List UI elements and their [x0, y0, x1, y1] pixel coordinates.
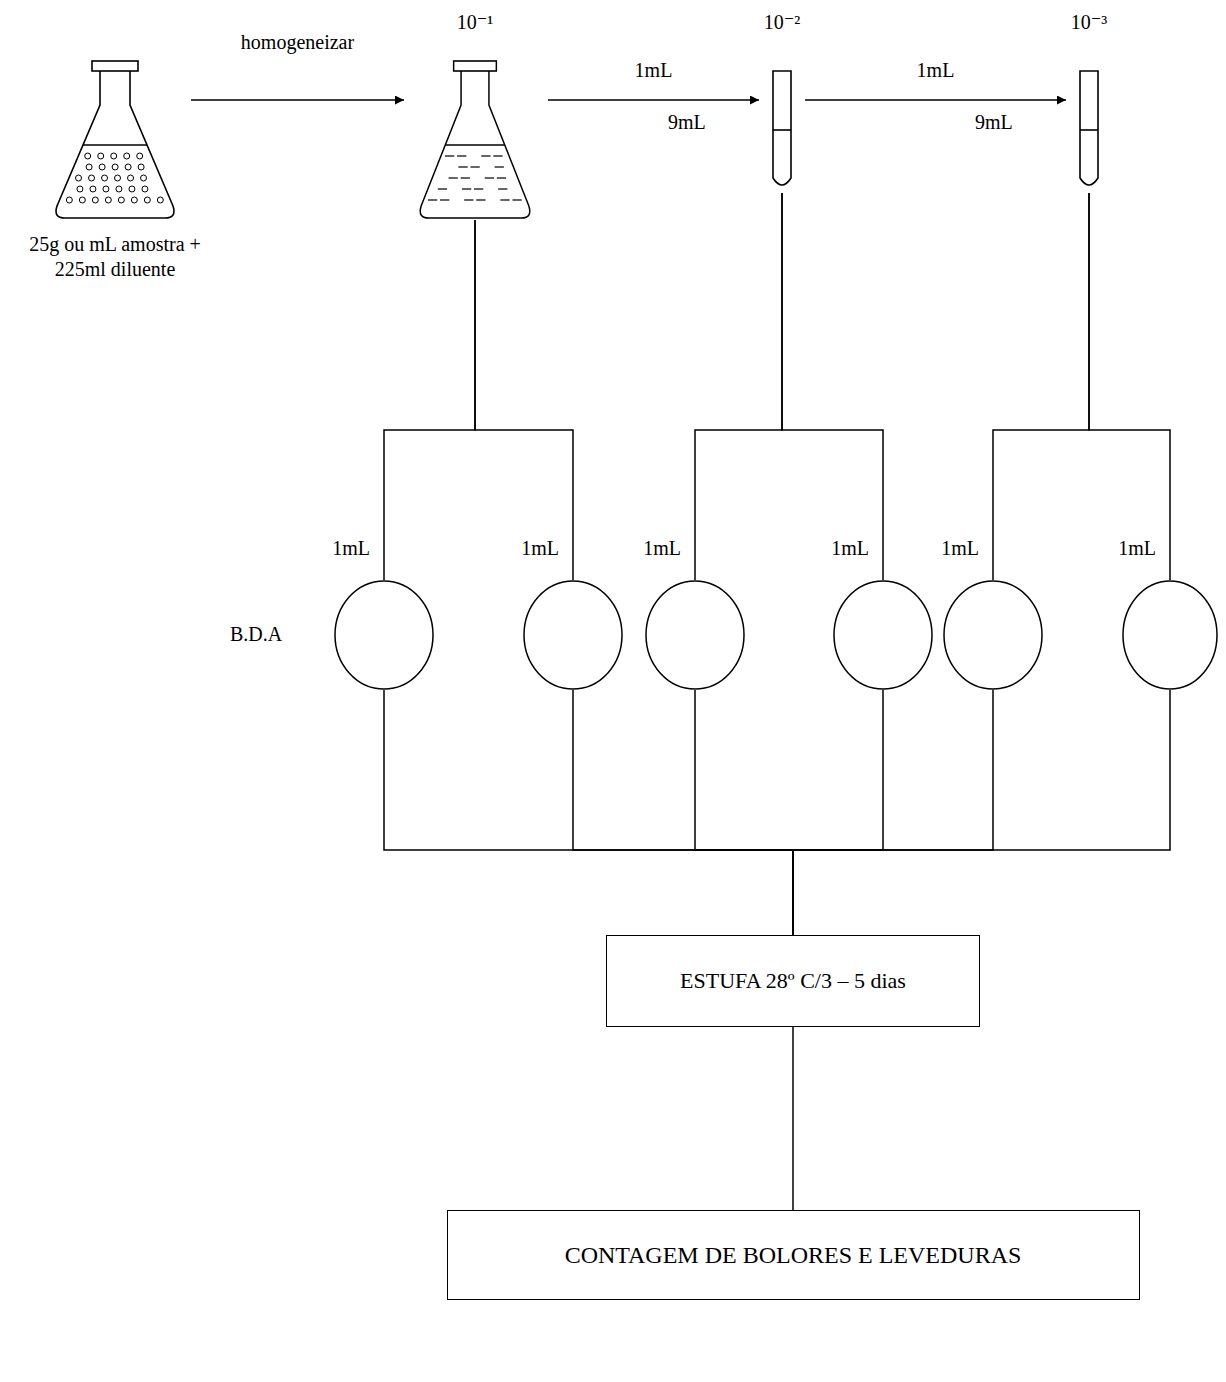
tube-outline	[1074, 68, 1104, 193]
plate-outline	[334, 580, 434, 690]
plate-outline	[1122, 580, 1218, 690]
dilution-flask: 10⁻¹	[410, 60, 540, 220]
edge-label: 1mL	[633, 58, 675, 82]
connector-line	[695, 193, 782, 580]
petri-plate	[943, 580, 1043, 690]
flask-outline	[45, 60, 185, 220]
flow-arrow	[191, 99, 404, 101]
edge-label: 1mL	[939, 536, 981, 560]
plate-outline	[645, 580, 745, 690]
connector-line	[792, 1027, 794, 1210]
plate-outline	[943, 580, 1043, 690]
result-box: CONTAGEM DE BOLORES E LEVEDURAS	[447, 1210, 1140, 1300]
connector-line	[1089, 193, 1170, 580]
connector-line	[793, 690, 883, 935]
box-text: ESTUFA 28º C/3 – 5 dias	[680, 967, 906, 995]
volume-label: 9mL	[975, 110, 1013, 134]
petri-plate	[523, 580, 623, 690]
connector-line	[384, 690, 793, 935]
plate-outline	[523, 580, 623, 690]
edge-label: 1mL	[641, 536, 683, 560]
dilution-label: 10⁻³	[1049, 10, 1129, 35]
connector-line	[793, 690, 993, 935]
dilution-label: 10⁻¹	[435, 10, 515, 35]
connector-line	[573, 690, 793, 935]
dilution-tube: 10⁻³	[1074, 68, 1104, 193]
petri-plate	[645, 580, 745, 690]
medium-label: B.D.A	[230, 622, 282, 646]
edge-label: 1mL	[915, 58, 957, 82]
flow-arrow	[805, 99, 1066, 101]
connector-line	[475, 220, 573, 580]
process-box: ESTUFA 28º C/3 – 5 dias	[606, 935, 980, 1027]
petri-plate	[334, 580, 434, 690]
box-text: CONTAGEM DE BOLORES E LEVEDURAS	[565, 1240, 1022, 1270]
volume-label: 9mL	[668, 110, 706, 134]
edge-label: 1mL	[330, 536, 372, 560]
flask-outline	[410, 60, 540, 220]
plate-outline	[833, 580, 933, 690]
edge-label: 1mL	[1116, 536, 1158, 560]
connector-line	[993, 193, 1089, 580]
edge-label: 1mL	[519, 536, 561, 560]
connector-line	[384, 220, 475, 580]
sample-flask: 25g ou mL amostra + 225ml diluente	[45, 60, 185, 220]
tube-outline	[767, 68, 797, 193]
connector-line	[782, 193, 883, 580]
petri-plate	[1122, 580, 1218, 690]
edge-label: homogeneizar	[239, 30, 356, 54]
sample-label: 25g ou mL amostra + 225ml diluente	[26, 232, 204, 282]
dilution-tube: 10⁻²	[767, 68, 797, 193]
petri-plate	[833, 580, 933, 690]
connector-line	[793, 690, 1170, 935]
connector-line	[695, 690, 793, 935]
edge-label: 1mL	[829, 536, 871, 560]
dilution-label: 10⁻²	[742, 10, 822, 35]
flow-arrow	[548, 99, 759, 101]
